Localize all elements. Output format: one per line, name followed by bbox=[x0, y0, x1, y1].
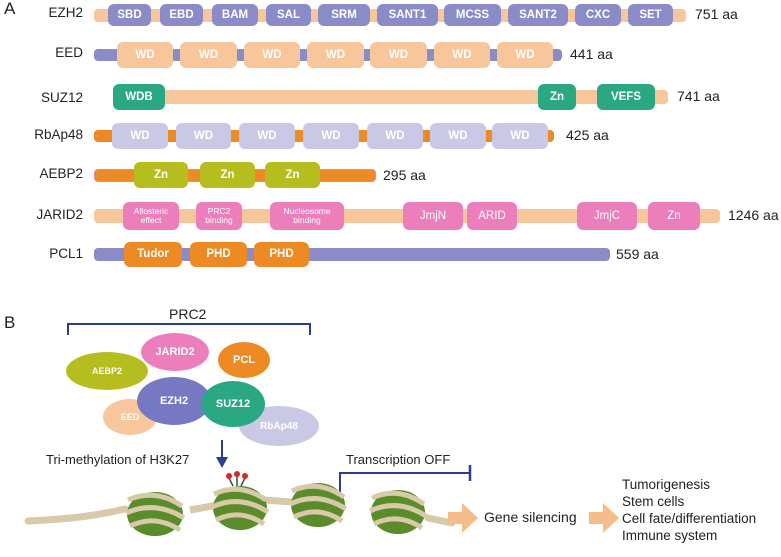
jarid2-domain-arid: ARID bbox=[467, 202, 517, 230]
dna-linker-2 bbox=[264, 496, 293, 506]
protein-name-eed: EED bbox=[55, 45, 83, 60]
panel-a-label: A bbox=[4, 0, 16, 18]
rbap48-domain-wd-3: WD bbox=[239, 123, 295, 149]
eed-domain-wd-5: WD bbox=[370, 42, 427, 68]
blob-aebp2: AEBP2 bbox=[66, 352, 148, 390]
prc2-bracket bbox=[67, 323, 311, 335]
jarid2-domain-prc2-binding: PRC2 binding bbox=[196, 202, 242, 230]
rbap48-domain-wd-5: WD bbox=[367, 123, 423, 149]
rbap48-domain-wd-6: WD bbox=[430, 123, 486, 149]
rbap48-domain-wd-1: WD bbox=[112, 123, 168, 149]
ezh2-domain-mcss: MCSS bbox=[444, 4, 501, 26]
suz12-backbone bbox=[113, 90, 668, 104]
ezh2-domain-bam: BAM bbox=[212, 4, 258, 26]
rbap48-domain-wd-7: WD bbox=[492, 123, 548, 149]
jarid2-domain-jmjc: JmjC bbox=[577, 202, 637, 230]
eed-domain-wd-1: WD bbox=[117, 42, 173, 68]
suz12-domain-wdb: WDB bbox=[113, 84, 165, 110]
prc2-label: PRC2 bbox=[169, 306, 207, 322]
aebp2-domain-zn-2: Zn bbox=[200, 162, 255, 188]
ezh2-domain-sal: SAL bbox=[266, 4, 311, 26]
eed-domain-wd-3: WD bbox=[244, 42, 300, 68]
blob-suz12: SUZ12 bbox=[201, 381, 265, 427]
suz12-domain-vefs: VEFS bbox=[597, 84, 655, 110]
ezh2-domain-ebd: EBD bbox=[160, 4, 203, 26]
jarid2-domain-allosteric-effect: Allosteric effect bbox=[123, 202, 179, 230]
rbap48-domain-wd-2: WD bbox=[176, 123, 231, 149]
ezh2-domain-set: SET bbox=[628, 4, 673, 26]
transcription-off-label: Transcription OFF bbox=[346, 452, 451, 467]
suz12-domain-zn: Zn bbox=[538, 84, 576, 110]
blob-pcl: PCL bbox=[218, 342, 270, 378]
trimethylation-arrowhead bbox=[216, 457, 228, 468]
outcome-immune-system: Immune system bbox=[622, 528, 718, 543]
ezh2-length: 751 aa bbox=[695, 6, 738, 22]
aebp2-length: 295 aa bbox=[383, 167, 426, 183]
dna-strand-left bbox=[24, 505, 129, 525]
eed-domain-wd-4: WD bbox=[307, 42, 364, 68]
nucleosome-2 bbox=[210, 486, 270, 530]
outcome-stem-cells: Stem cells bbox=[622, 494, 685, 509]
nucleosome-1 bbox=[124, 492, 186, 536]
pcl1-domain-phd-2: PHD bbox=[254, 242, 309, 267]
ezh2-domain-cxc: CXC bbox=[575, 4, 621, 26]
ezh2-domain-sbd: SBD bbox=[108, 4, 151, 26]
pcl1-domain-phd-1: PHD bbox=[190, 242, 247, 267]
blob-ezh2: EZH2 bbox=[137, 377, 211, 425]
protein-name-aebp2: AEBP2 bbox=[39, 166, 83, 181]
protein-name-ezh2: EZH2 bbox=[48, 5, 83, 20]
protein-name-rbap48: RbAp48 bbox=[34, 127, 83, 142]
ezh2-domain-sant1: SANT1 bbox=[377, 4, 438, 26]
rbap48-length: 425 aa bbox=[566, 127, 609, 143]
pcl1-domain-tudor: Tudor bbox=[124, 242, 182, 267]
gene-silencing-label: Gene silencing bbox=[484, 509, 577, 525]
suz12-length: 741 aa bbox=[677, 88, 720, 104]
protein-name-jarid2: JARID2 bbox=[36, 207, 83, 222]
blob-jarid2: JARID2 bbox=[141, 333, 209, 371]
jarid2-domain-nucleosome-binding: Nucleosome binding bbox=[270, 202, 344, 230]
eed-length: 441 aa bbox=[570, 46, 613, 62]
protein-name-pcl1: PCL1 bbox=[49, 246, 83, 261]
outcome-tumorigenesis: Tumorigenesis bbox=[622, 477, 711, 492]
ezh2-domain-sant2: SANT2 bbox=[508, 4, 568, 26]
h3k27me3-marks bbox=[226, 471, 248, 487]
trimethylation-label: Tri-methylation of H3K27 bbox=[46, 452, 190, 467]
nucleosome-4 bbox=[368, 490, 428, 534]
jarid2-length: 1246 aa bbox=[728, 207, 779, 223]
jarid2-domain-jmjn: JmjN bbox=[403, 202, 463, 230]
rbap48-domain-wd-4: WD bbox=[303, 123, 359, 149]
eed-domain-wd-2: WD bbox=[180, 42, 237, 68]
arrow-to-gene-silencing bbox=[448, 503, 478, 533]
pcl1-length: 559 aa bbox=[616, 246, 659, 262]
eed-domain-wd-6: WD bbox=[434, 42, 490, 68]
aebp2-domain-zn-3: Zn bbox=[265, 162, 320, 188]
arrow-to-outcomes bbox=[589, 503, 619, 533]
outcome-cell-fate: Cell fate/differentiation bbox=[622, 511, 757, 526]
eed-domain-wd-7: WD bbox=[497, 42, 553, 68]
transcription-off-line bbox=[339, 472, 470, 493]
panel-b-label: B bbox=[4, 313, 16, 332]
ezh2-domain-srm: SRM bbox=[318, 4, 370, 26]
protein-name-suz12: SUZ12 bbox=[40, 90, 83, 105]
aebp2-domain-zn-1: Zn bbox=[134, 162, 188, 188]
nucleosome-3 bbox=[288, 483, 348, 527]
jarid2-domain-zn: Zn bbox=[648, 202, 700, 230]
